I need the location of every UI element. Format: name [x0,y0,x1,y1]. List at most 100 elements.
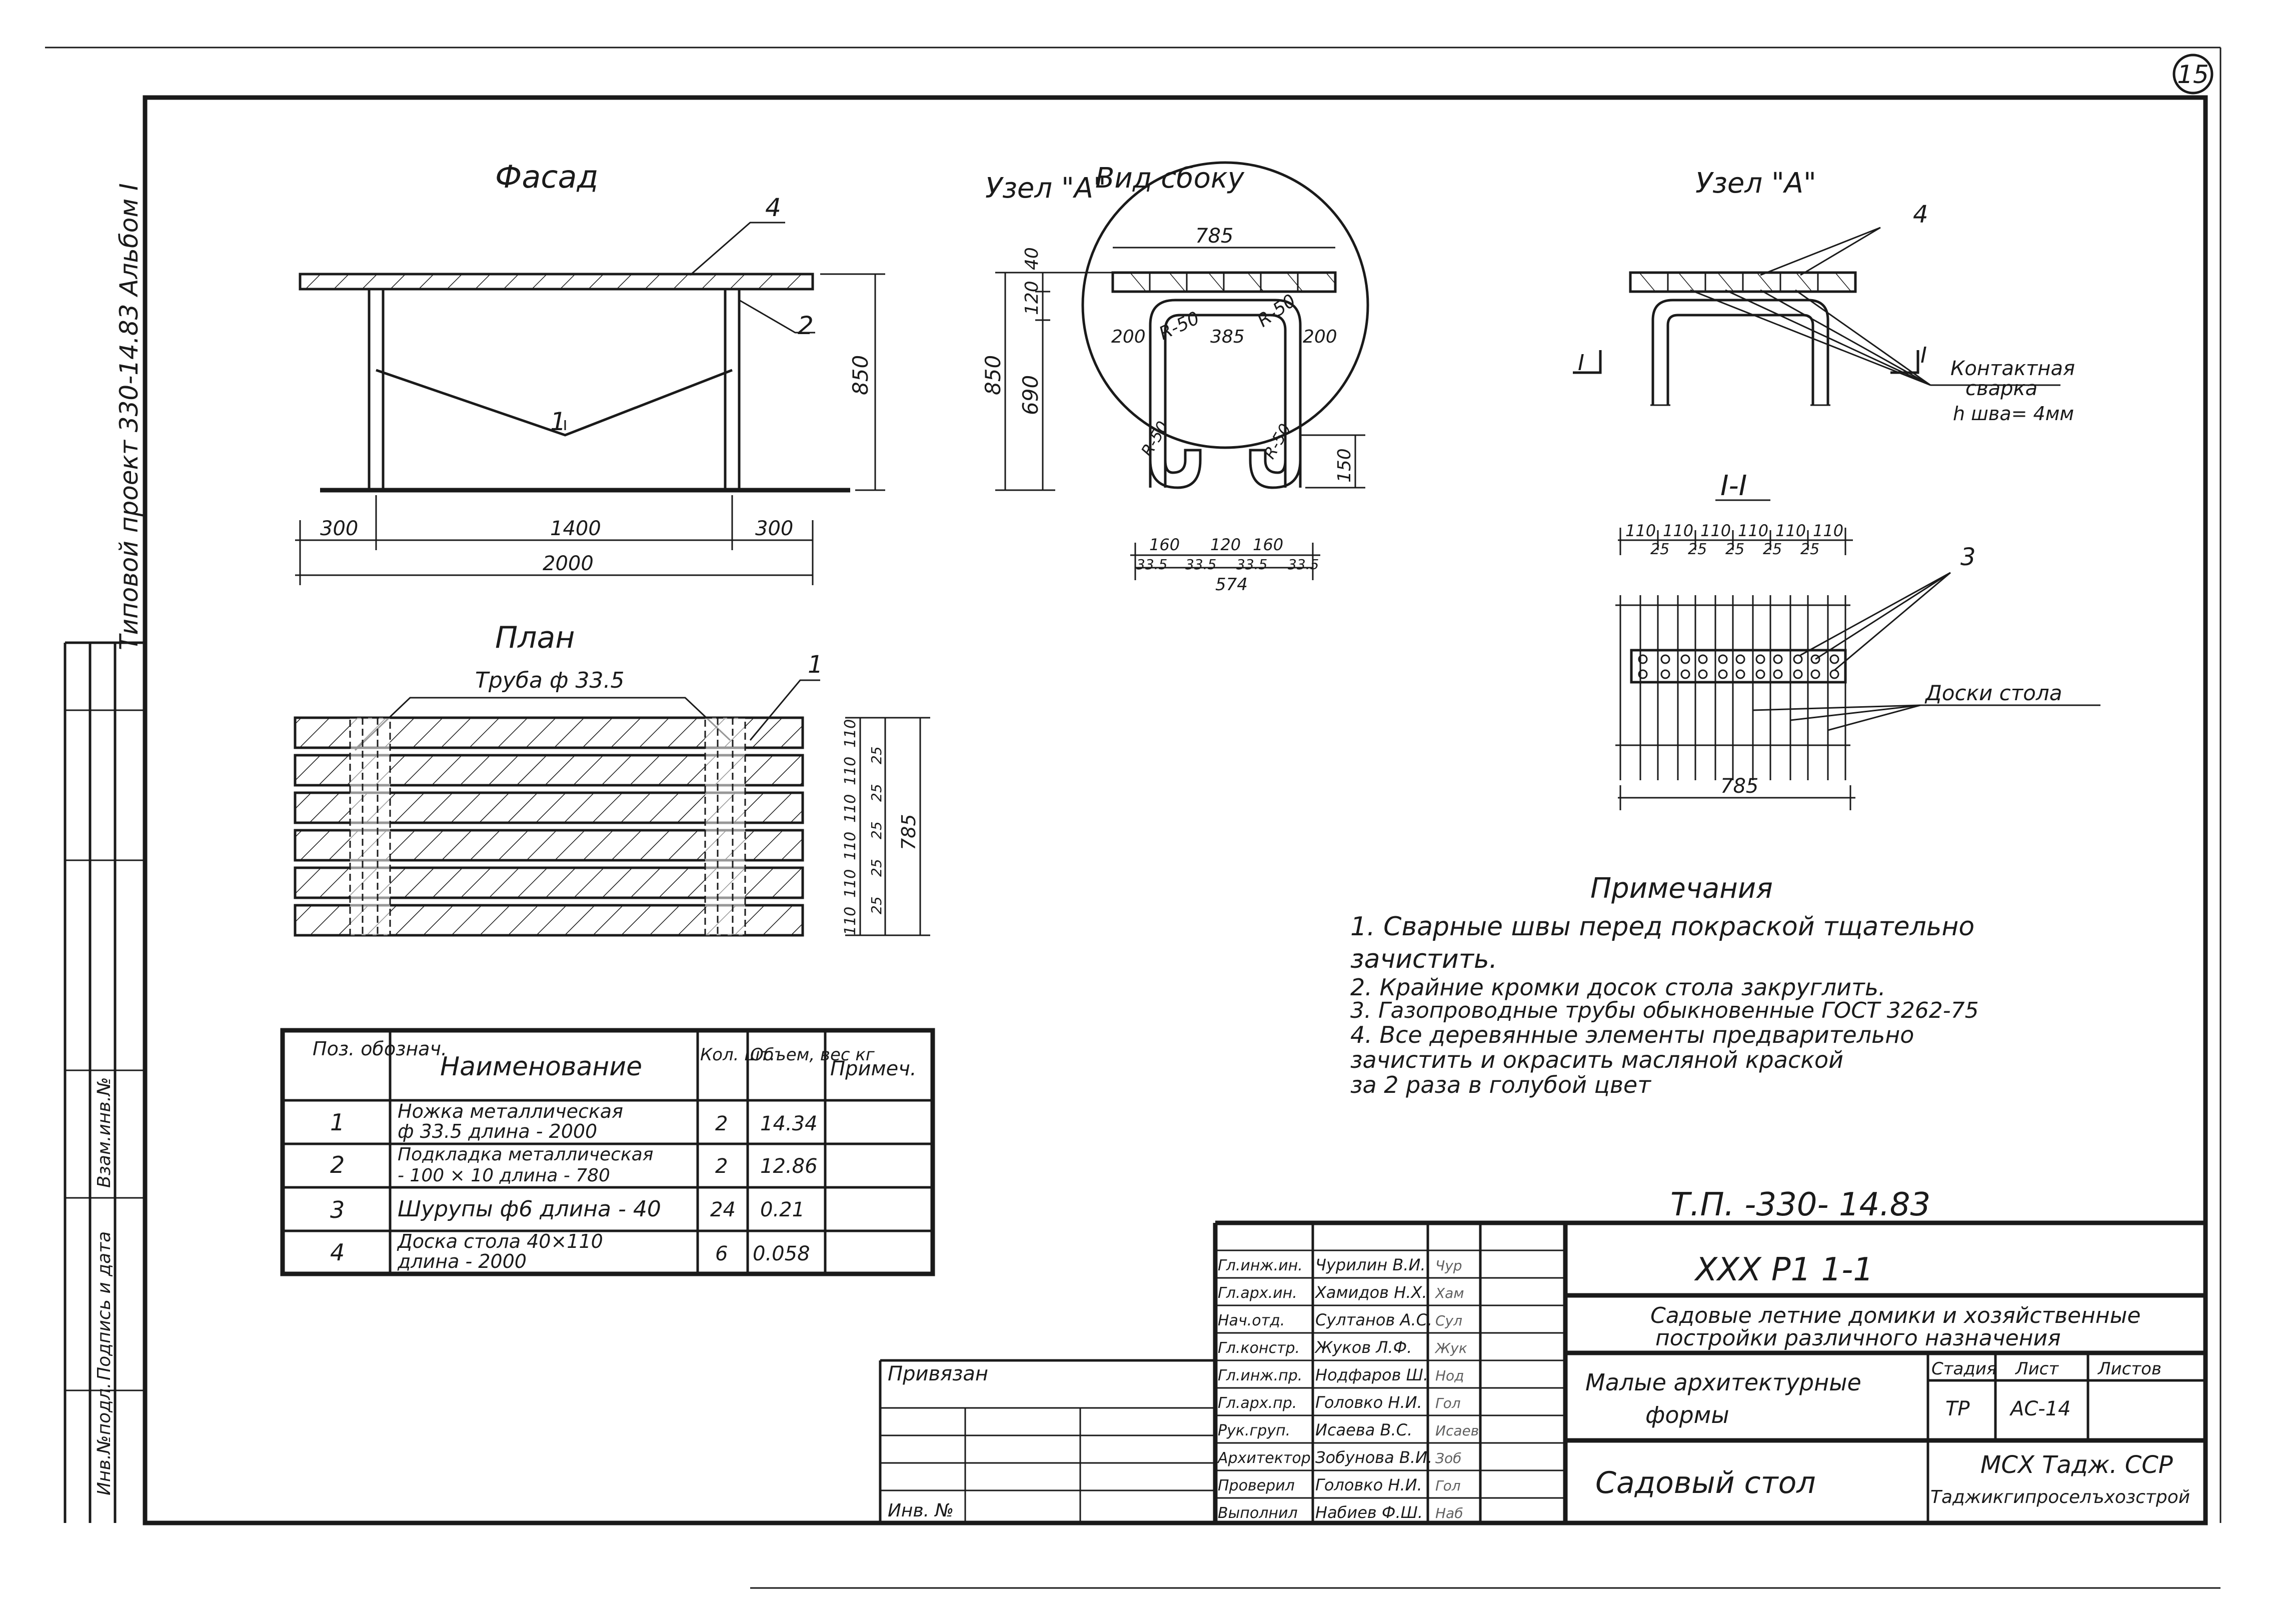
side-dim-r50-b: R-50 [1254,291,1300,332]
staff-signature-4: Жук [1434,1340,1467,1356]
section-top-dim-1: 110 [1625,521,1656,540]
leg-left [368,288,385,492]
staff-signature-1: Чур [1435,1257,1462,1274]
spec-header-vol: Объем, вес кг [750,1045,875,1065]
staff-role-10: Выполнил [1218,1504,1298,1522]
spec-row-4-vol: 0.058 [753,1242,810,1265]
staff-signature-6: Гол [1435,1395,1461,1411]
section-bot-dim-4: 25 [1763,541,1782,558]
staff-signature-8: Зоб [1435,1450,1461,1466]
title-sheet-header: Лист [2014,1359,2059,1379]
staff-signature-3: Сул [1435,1312,1462,1329]
side-dim-r50-a: R-50 [1156,308,1202,345]
section-top-dim-6: 110 [1813,521,1843,540]
leg-right [724,288,741,492]
brace-line [376,369,733,437]
staff-name-9: Головко Н.И. [1315,1475,1422,1494]
spec-row: 3 Шурупы ф6 длина - 40 24 0.21 [330,1196,805,1223]
spec-row-3-vol: 0.21 [760,1198,805,1221]
plan-dim-110-1: 110 [842,719,859,748]
section-bot-dim-5: 25 [1800,541,1819,558]
spec-row-1-name-1: Ножка металлическая [398,1100,623,1122]
node-a-pos-4: 4 [1913,201,1928,229]
note-line-6: зачистить и окрасить масляной краской [1350,1046,1843,1073]
note-line-7: за 2 раза в голубой цвет [1350,1071,1651,1098]
frame-tube-inner [1164,314,1287,488]
facade-pos-1: 1 [550,407,566,436]
notes: Примечания 1. Сварные швы перед покраско… [1350,872,1979,1098]
spec-row-4-pos: 4 [330,1239,345,1266]
side-dim-690: 690 [1018,375,1043,415]
plan-dim-110-2: 110 [842,757,859,785]
spec-row-1-vol: 14.34 [760,1112,818,1135]
note-line-3: 2. Крайние кромки досок стола закруглить… [1350,974,1886,1001]
facade-title: Фасад [495,159,598,195]
plan-dim-110-5: 110 [842,869,859,898]
side-dim-33-5-d: 33.5 [1288,556,1319,573]
side-dim-200-right: 200 [1303,327,1337,347]
spec-table: Поз. обознач. Наименование Кол. шт. Объе… [280,1028,935,1276]
spec-row-2-name-2: - 100 × 10 длина - 780 [398,1165,610,1186]
staff-name-5: Нодфаров Ш. [1315,1365,1428,1384]
staff-role-7: Рук.груп. [1218,1422,1290,1439]
staff-signature-7: Исаев [1435,1422,1479,1439]
sheet-number-circle [2172,54,2213,95]
facade-dim-850: 850 [848,355,873,395]
section-bot-dim-1: 25 [1650,541,1669,558]
title-block: Т.П. -330- 14.83 ХХХ Р1 1-1 Садовые летн… [879,1186,2205,1523]
section-top-dim-5: 110 [1775,521,1806,540]
tabletop-elevation [299,273,814,291]
node-a-weld-3: h шва= 4мм [1953,403,2074,425]
spec-row-2-vol: 12.86 [760,1155,818,1178]
section-boards [1615,595,1850,780]
staff-signature-2: Хам [1434,1285,1464,1301]
plan-dim-25-2: 25 [868,784,885,802]
title-org-1: МСХ Тадж. ССР [1980,1451,2173,1479]
note-line-4: 3. Газопроводные трубы обыкновенные ГОСТ… [1350,998,1979,1023]
spec-row-1-name-2: ф 33.5 длина - 2000 [398,1120,597,1142]
drawing-code: Т.П. -330- 14.83 [1670,1186,1930,1223]
plan-dim-25-5: 25 [868,896,885,914]
side-dim-120: 120 [1022,281,1042,315]
node-a-title: Узел "А" [1695,167,1816,200]
staff-name-6: Головко Н.И. [1315,1393,1422,1412]
staff-role-2: Гл.арх.ин. [1218,1284,1297,1302]
spec-row: 2 Подкладка металлическая - 100 × 10 дли… [330,1144,818,1186]
side-dim-33-5-c: 33.5 [1236,556,1267,573]
spec-row-2-qty: 2 [715,1155,728,1178]
spec-row-4-qty: 6 [715,1242,728,1265]
frame-tube-outer [1149,299,1302,488]
inner-frame [143,95,2208,1525]
plan-dim-25-3: 25 [868,821,885,839]
title-subject-2: постройки различного назначения [1655,1325,2061,1351]
facade-pos-2: 2 [798,311,814,340]
section-top-dim-3: 110 [1700,521,1731,540]
section-dim-785: 785 [1720,775,1758,798]
foot-left [1149,449,1202,489]
detail-circle [1081,161,1369,449]
spec-row-1-pos: 1 [330,1109,345,1136]
facade-dim-1400: 1400 [550,517,601,540]
plan-dim-25-1: 25 [868,746,885,764]
side-dim-40: 40 [1022,247,1042,270]
side-dim-33-5-a: 33.5 [1136,556,1167,573]
staff-signature-5: Нод [1435,1367,1464,1384]
node-a-frame-inner [1666,314,1814,405]
facade-dim-300-right: 300 [755,517,793,540]
staff-role-3: Нач.отд. [1218,1312,1285,1329]
plan-title: План [495,620,575,655]
inv-label: Инв. № [888,1500,954,1521]
spec-row-4-name-2: длина - 2000 [397,1250,527,1272]
staff-name-1: Чурилин В.И. [1315,1255,1426,1274]
spec-row-2-pos: 2 [330,1151,345,1178]
plan-pipe-label: Труба ф 33.5 [475,668,625,693]
title-sheet: АС-14 [2009,1397,2071,1420]
node-a-sec-mark-left: I [1578,350,1584,376]
node-a-side-view: Узел "А" Вид сбоку 785 200 R-50 385 R-50… [981,161,1369,595]
title-section-1: Малые архитектурные [1585,1369,1861,1396]
staff-list: Гл.инж.ин. Чурилин В.И. Чур Гл.арх.ин. Х… [1215,1249,1565,1522]
section-top-dim-2: 110 [1663,521,1693,540]
note-line-5: 4. Все деревянные элементы предварительн… [1350,1021,1914,1048]
staff-name-8: Зобунова В.И. [1315,1448,1432,1467]
sheet-number: 15 [2177,60,2209,89]
